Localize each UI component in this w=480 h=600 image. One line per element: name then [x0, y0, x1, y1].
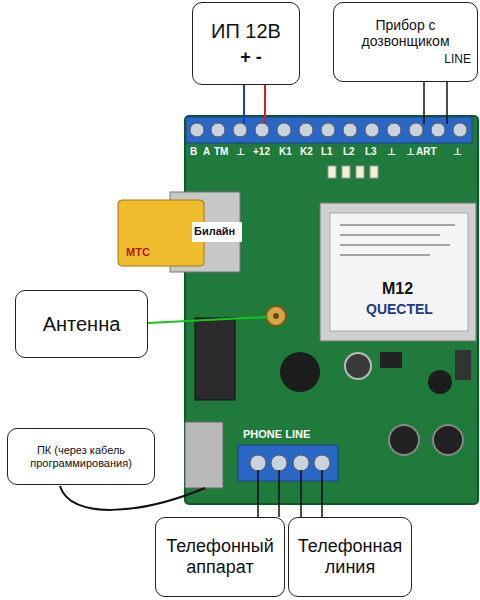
sim-sticker [192, 222, 242, 242]
power-wire-plus [243, 85, 245, 124]
phone-terminal-block [238, 445, 338, 481]
terminal-label: ⊥ [236, 146, 245, 157]
terminal-screws [190, 123, 467, 137]
terminal-label: L1 [321, 146, 333, 157]
board-marking: M12 [382, 280, 413, 298]
terminal-label: K2 [300, 146, 313, 157]
inductor [428, 370, 452, 394]
pin-header [455, 350, 471, 380]
terminal-label: K1 [279, 146, 292, 157]
board-marking: PHONE LINE [243, 428, 310, 440]
board-marking: МТС [126, 246, 150, 258]
antenna-leader [148, 317, 268, 323]
gsm-module [320, 203, 476, 341]
terminal-label: ART [416, 146, 437, 157]
terminal-label: A [203, 146, 210, 157]
terminal-block [186, 117, 472, 143]
terminal-label: +12 [253, 146, 270, 157]
sim-card [118, 200, 204, 266]
callout-text: Антенна [43, 313, 121, 336]
programming-connector [185, 422, 223, 488]
module-barcode [340, 225, 455, 255]
module-label [330, 213, 468, 331]
terminal-label: L2 [343, 146, 355, 157]
terminal-label: ⊥ [453, 146, 462, 157]
callout-text: Прибор с дозвонщиком [340, 17, 471, 49]
callout-text: ПК (через кабель программирования) [14, 444, 148, 469]
antenna-pin [273, 313, 279, 319]
programming-cable [60, 486, 205, 510]
line-wire [446, 82, 448, 124]
terminal-label: ⊥ [406, 146, 415, 157]
capacitor [345, 353, 371, 379]
chip [380, 352, 402, 368]
callout-box: Телефонная линия [288, 517, 412, 597]
callout-text: Телефонная линия [295, 536, 405, 577]
led-row [328, 166, 378, 178]
callout-text: Телефонный аппарат [162, 536, 278, 577]
inductor [280, 352, 320, 392]
callout-text: ИП 12В [211, 20, 281, 43]
callout-box: Антенна [15, 290, 148, 358]
phone-terminal-screws [250, 455, 330, 471]
terminal-label: L3 [365, 146, 377, 157]
board-marking: QUECTEL [366, 302, 433, 317]
capacitor [389, 425, 419, 455]
terminal-label: TM [214, 146, 228, 157]
terminal-label: ⊥ [387, 146, 396, 157]
terminal-label: B [190, 146, 197, 157]
relay [195, 318, 235, 400]
callout-text: + - [240, 47, 262, 68]
callout-box: ПК (через кабель программирования) [7, 428, 155, 485]
callout-box: ИП 12В + - [192, 2, 300, 85]
phone-wires [258, 470, 322, 517]
pcb-board [185, 116, 478, 504]
callout-box: Прибор с дозвонщикомLINE [333, 2, 478, 82]
capacitor [433, 425, 463, 455]
board-marking: Билайн [194, 225, 235, 237]
callout-text: LINE [444, 53, 471, 67]
line-wire [423, 82, 425, 124]
antenna-connector [266, 306, 286, 326]
power-wire-minus [264, 85, 266, 124]
callout-box: Телефонный аппарат [155, 517, 285, 597]
